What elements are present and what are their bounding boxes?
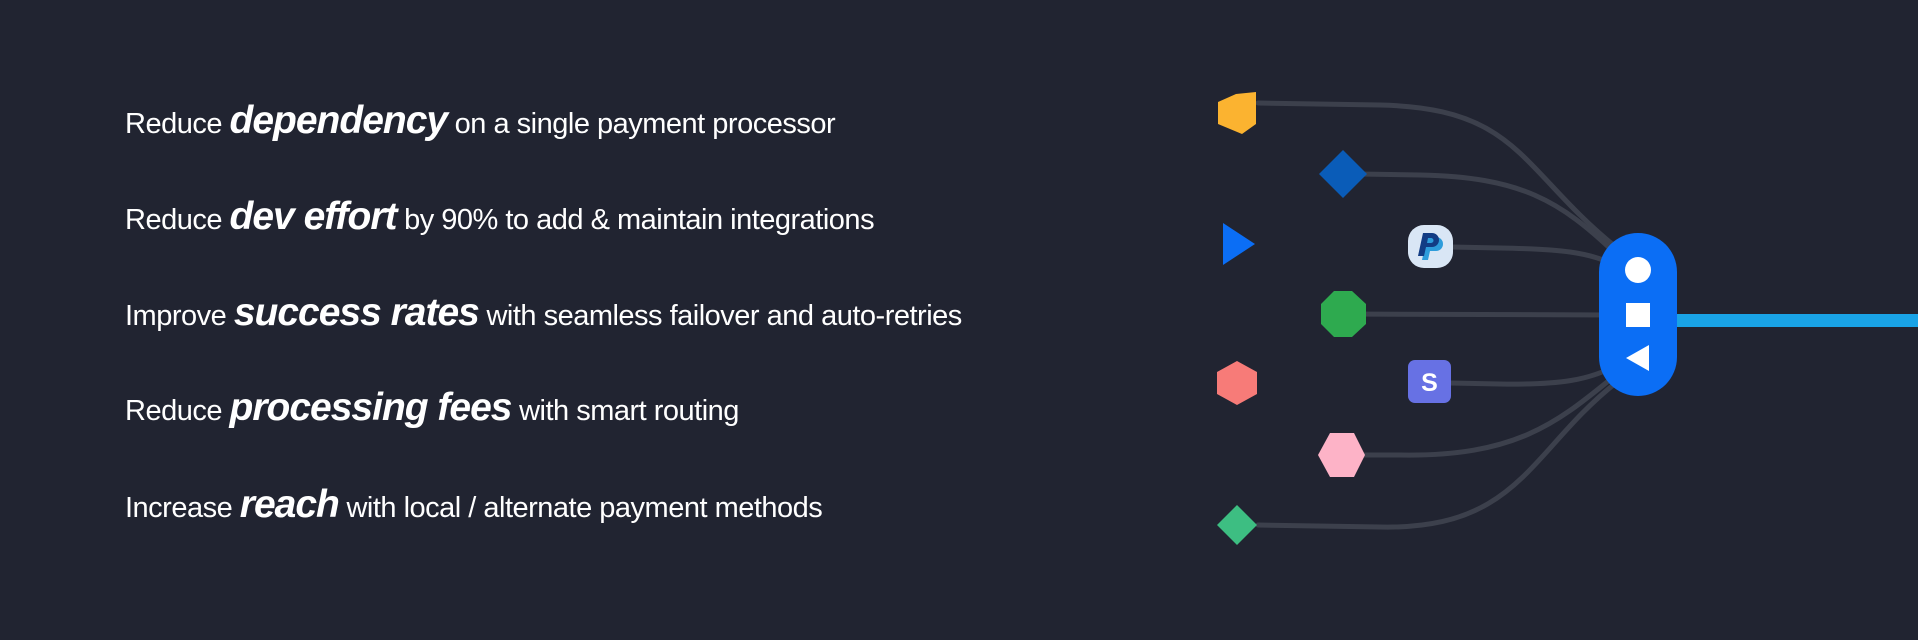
benefit-emphasis: reach [239, 483, 340, 526]
connector-line [1448, 244, 1620, 269]
benefit-success-rates: Improve success rates with seamless fail… [125, 293, 962, 336]
benefit-prefix: Reduce [125, 204, 222, 236]
paypal-icon [1408, 225, 1453, 268]
router-hub [1599, 233, 1677, 396]
benefit-suffix: with local / alternate payment methods [346, 492, 823, 524]
paypal-p-front [1418, 233, 1439, 256]
square-icon [1626, 303, 1650, 327]
triangle-left-icon [1626, 345, 1649, 371]
benefits-list: Reduce dependency on a single payment pr… [125, 0, 1145, 640]
benefit-emphasis: success rates [233, 291, 480, 334]
benefit-prefix: Reduce [125, 108, 222, 140]
connector-line [1356, 171, 1620, 258]
blue-triangle-icon [1223, 223, 1255, 265]
benefit-prefix: Improve [125, 300, 227, 332]
processor-icons: S [1217, 92, 1453, 545]
coral-hexagon-icon [1217, 361, 1257, 405]
benefit-suffix: on a single payment processor [454, 108, 836, 140]
blue-diamond-icon [1319, 150, 1367, 198]
green-diamond-icon [1217, 505, 1257, 545]
connector-line [1357, 371, 1620, 458]
yellow-pentagon-icon [1218, 92, 1256, 134]
circle-icon [1625, 257, 1651, 283]
benefit-prefix: Increase [125, 492, 233, 524]
connector-line [1342, 311, 1615, 318]
stripe-icon: S [1408, 360, 1451, 403]
benefit-processing-fees: Reduce processing fees with smart routin… [125, 388, 739, 431]
connector-line [1447, 362, 1620, 387]
benefit-suffix: with seamless failover and auto-retries [486, 300, 962, 332]
benefit-dependency: Reduce dependency on a single payment pr… [125, 99, 836, 144]
output-line [1670, 314, 1918, 327]
stripe-glyph: S [1421, 369, 1438, 397]
benefit-suffix: with smart routing [519, 395, 739, 427]
green-octagon-icon [1321, 291, 1366, 337]
benefit-emphasis: dependency [229, 99, 449, 142]
benefit-prefix: Reduce [125, 395, 222, 427]
benefit-reach: Increase reach with local / alternate pa… [125, 483, 823, 528]
benefit-emphasis: dev effort [229, 195, 398, 238]
connector-line [1255, 100, 1620, 251]
benefit-emphasis: processing fees [229, 386, 513, 429]
benefit-dev-effort: Reduce dev effort by 90% to add & mainta… [125, 195, 875, 240]
connector-line [1255, 379, 1620, 530]
pink-hexagon-icon [1318, 433, 1365, 477]
benefit-suffix: by 90% to add & maintain integrations [404, 204, 875, 236]
connector-lines [1255, 100, 1620, 530]
